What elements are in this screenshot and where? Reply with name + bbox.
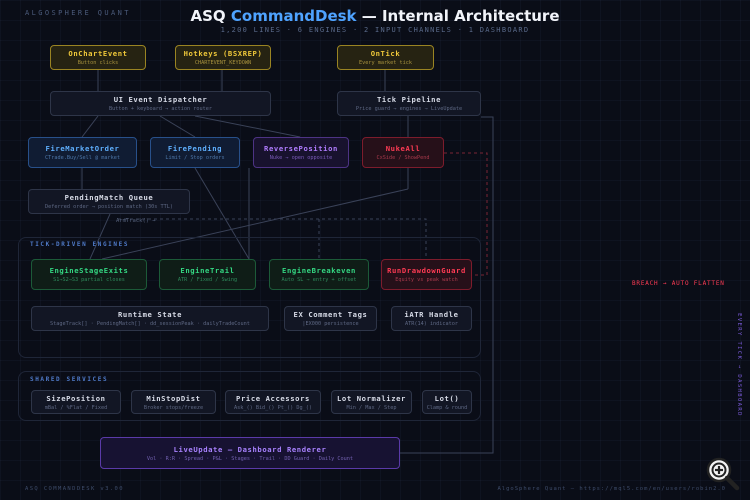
page-subtitle: 1,200 LINES · 6 ENGINES · 2 INPUT CHANNE… — [220, 26, 530, 34]
node-minstopdist-title: MinStopDist — [146, 393, 201, 403]
title-prefix: ASQ — [190, 7, 231, 25]
node-size-position: SizePosition mBal / %Flat / Fixed — [31, 390, 121, 414]
wire-queue-stage — [89, 213, 111, 260]
node-runtime-state-sub: StageTrack[] · PendingMatch[] · dd_sessi… — [50, 321, 250, 327]
node-run-drawdown-guard: RunDrawdownGuard Equity vs peak watch — [381, 259, 472, 290]
node-engine-breakeven: EngineBreakeven Auto SL → entry + offset — [269, 259, 369, 290]
node-reverse-position: ReversePosition Nuke → open opposite — [253, 137, 349, 168]
node-size-position-title: SizePosition — [46, 393, 106, 403]
node-runtime-state: Runtime State StageTrack[] · PendingMatc… — [31, 306, 269, 331]
node-lot-normalizer: Lot Normalizer Min / Max / Step — [331, 390, 412, 414]
page-title: ASQ CommandDesk — Internal Architecture — [0, 7, 750, 25]
node-pending-match-queue: PendingMatch Queue Deferred order → posi… — [28, 189, 190, 214]
wire-pending-trail — [194, 167, 250, 260]
node-reverse-position-sub: Nuke → open opposite — [269, 155, 333, 161]
node-pending-match-queue-sub: Deferred order → position match (30s TTL… — [44, 204, 174, 210]
node-fire-pending-sub: Limit / Stop orders — [165, 155, 225, 161]
zoom-in-icon[interactable] — [706, 457, 740, 495]
node-ui-dispatcher-sub: Button + keyboard → action router — [108, 106, 213, 112]
node-iatr-handle-sub: ATR(14) indicator — [404, 321, 459, 327]
node-run-drawdown-guard-sub: Equity vs peak watch — [395, 277, 458, 283]
node-onchartevent-sub: Button clicks — [77, 60, 119, 66]
node-lot-normalizer-sub: Min / Max / Step — [346, 404, 397, 411]
node-engine-stage-exits-sub: S1→S2→S3 partial closes — [53, 277, 125, 283]
node-size-position-sub: mBal / %Flat / Fixed — [44, 404, 108, 411]
node-ui-dispatcher-title: UI Event Dispatcher — [113, 95, 208, 104]
node-nuke-all-sub: CxSide / ShowPend — [376, 155, 430, 161]
node-nuke-all-title: NukeAll — [385, 144, 421, 153]
title-suffix: — Internal Architecture — [356, 7, 560, 25]
node-engine-breakeven-sub: Auto SL → entry + offset — [281, 277, 357, 283]
node-engine-trail: EngineTrail ATR / Fixed / Swing — [159, 259, 256, 290]
node-ui-dispatcher: UI Event Dispatcher Button + keyboard → … — [50, 91, 271, 116]
node-fire-pending: FirePending Limit / Stop orders — [150, 137, 240, 168]
breach-label: BREACH → AUTO FLATTEN — [632, 280, 725, 287]
node-iatr-handle-title: iATR Handle — [404, 310, 459, 319]
wire-drawdown-breach — [444, 152, 488, 276]
node-engine-trail-sub: ATR / Fixed / Swing — [177, 277, 238, 283]
node-lot-title: Lot() — [434, 393, 460, 403]
wire-dispatcher-reverse — [194, 115, 301, 138]
zoom-in-icon-svg — [706, 457, 740, 491]
wire-dispatcher-pending — [159, 115, 196, 138]
node-runtime-state-title: Runtime State — [117, 310, 183, 319]
node-ontick: OnTick Every market tick — [337, 45, 434, 70]
wire-armtrack — [118, 218, 427, 259]
node-minstopdist-sub: Broker stops/freeze — [143, 404, 204, 411]
node-pending-match-queue-title: PendingMatch Queue — [64, 193, 154, 202]
node-iatr-handle: iATR Handle ATR(14) indicator — [391, 306, 472, 331]
node-run-drawdown-guard-title: RunDrawdownGuard — [387, 266, 466, 275]
node-liveupdate-title: LiveUpdate — Dashboard Renderer — [173, 444, 327, 454]
group-tick-driven-label: TICK-DRIVEN ENGINES — [30, 241, 130, 248]
node-ontick-title: OnTick — [370, 49, 401, 58]
footer-version: ASQ COMMANDDESK v3.00 — [25, 486, 124, 492]
wire-pipeline-stage — [101, 188, 409, 260]
brand-label: ALGOSPHERE QUANT — [25, 9, 131, 17]
group-tick-driven-engines — [18, 237, 481, 358]
node-hotkeys-title: Hotkeys (BSXREP) — [183, 49, 263, 58]
node-engine-breakeven-title: EngineBreakeven — [282, 266, 356, 275]
node-ex-comment-tags-sub: |EX000 persistence — [302, 321, 359, 327]
group-shared-services — [18, 371, 481, 421]
node-minstopdist: MinStopDist Broker stops/freeze — [131, 390, 216, 414]
node-fire-pending-title: FirePending — [167, 144, 223, 153]
wire-pipeline-live — [400, 116, 494, 454]
node-tick-pipeline: Tick Pipeline Price guard → engines → Li… — [337, 91, 481, 116]
wire-dispatcher-market — [81, 115, 99, 138]
node-tick-pipeline-title: Tick Pipeline — [376, 95, 442, 104]
node-ontick-sub: Every market tick — [358, 60, 413, 66]
armtrack-label: ArmTrack() → — [116, 218, 156, 224]
node-engine-trail-title: EngineTrail — [180, 266, 235, 275]
node-hotkeys-sub: CHARTEVENT_KEYDOWN — [194, 60, 252, 66]
node-fire-market-order: FireMarketOrder CTrade.Buy/Sell @ market — [28, 137, 137, 168]
node-liveupdate-sub: Vol · R:R · Spread · P&L · Stages · Trai… — [146, 455, 354, 462]
node-lot: Lot() Clamp & round — [422, 390, 472, 414]
node-nuke-all: NukeAll CxSide / ShowPend — [362, 137, 444, 168]
node-tick-pipeline-sub: Price guard → engines → LiveUpdate — [355, 106, 463, 112]
title-highlight: CommandDesk — [230, 7, 357, 25]
node-onchartevent-title: OnChartEvent — [68, 49, 128, 58]
node-price-accessors-sub: Ask_() Bid_() Pt_() Dg_() — [233, 404, 313, 411]
node-price-accessors-title: Price Accessors — [236, 393, 310, 403]
node-ex-comment-tags: EX Comment Tags |EX000 persistence — [284, 306, 377, 331]
every-tick-dashboard-label: EVERY TICK → DASHBOARD — [736, 313, 742, 417]
node-price-accessors: Price Accessors Ask_() Bid_() Pt_() Dg_(… — [225, 390, 321, 414]
node-engine-stage-exits: EngineStageExits S1→S2→S3 partial closes — [31, 259, 147, 290]
node-liveupdate-dashboard: LiveUpdate — Dashboard Renderer Vol · R:… — [100, 437, 400, 469]
node-ex-comment-tags-title: EX Comment Tags — [293, 310, 368, 319]
group-shared-services-label: SHARED SERVICES — [30, 376, 109, 383]
node-lot-normalizer-title: Lot Normalizer — [337, 393, 406, 403]
footer-credit: AlgoSphere Quant — https://mql5.com/en/u… — [497, 486, 726, 492]
node-fire-market-order-sub: CTrade.Buy/Sell @ market — [45, 155, 120, 161]
node-lot-sub: Clamp & round — [426, 404, 468, 411]
node-engine-stage-exits-title: EngineStageExits — [49, 266, 129, 275]
node-onchartevent: OnChartEvent Button clicks — [50, 45, 146, 70]
node-reverse-position-title: ReversePosition — [264, 144, 338, 153]
node-hotkeys: Hotkeys (BSXREP) CHARTEVENT_KEYDOWN — [175, 45, 271, 70]
node-fire-market-order-title: FireMarketOrder — [45, 144, 120, 153]
